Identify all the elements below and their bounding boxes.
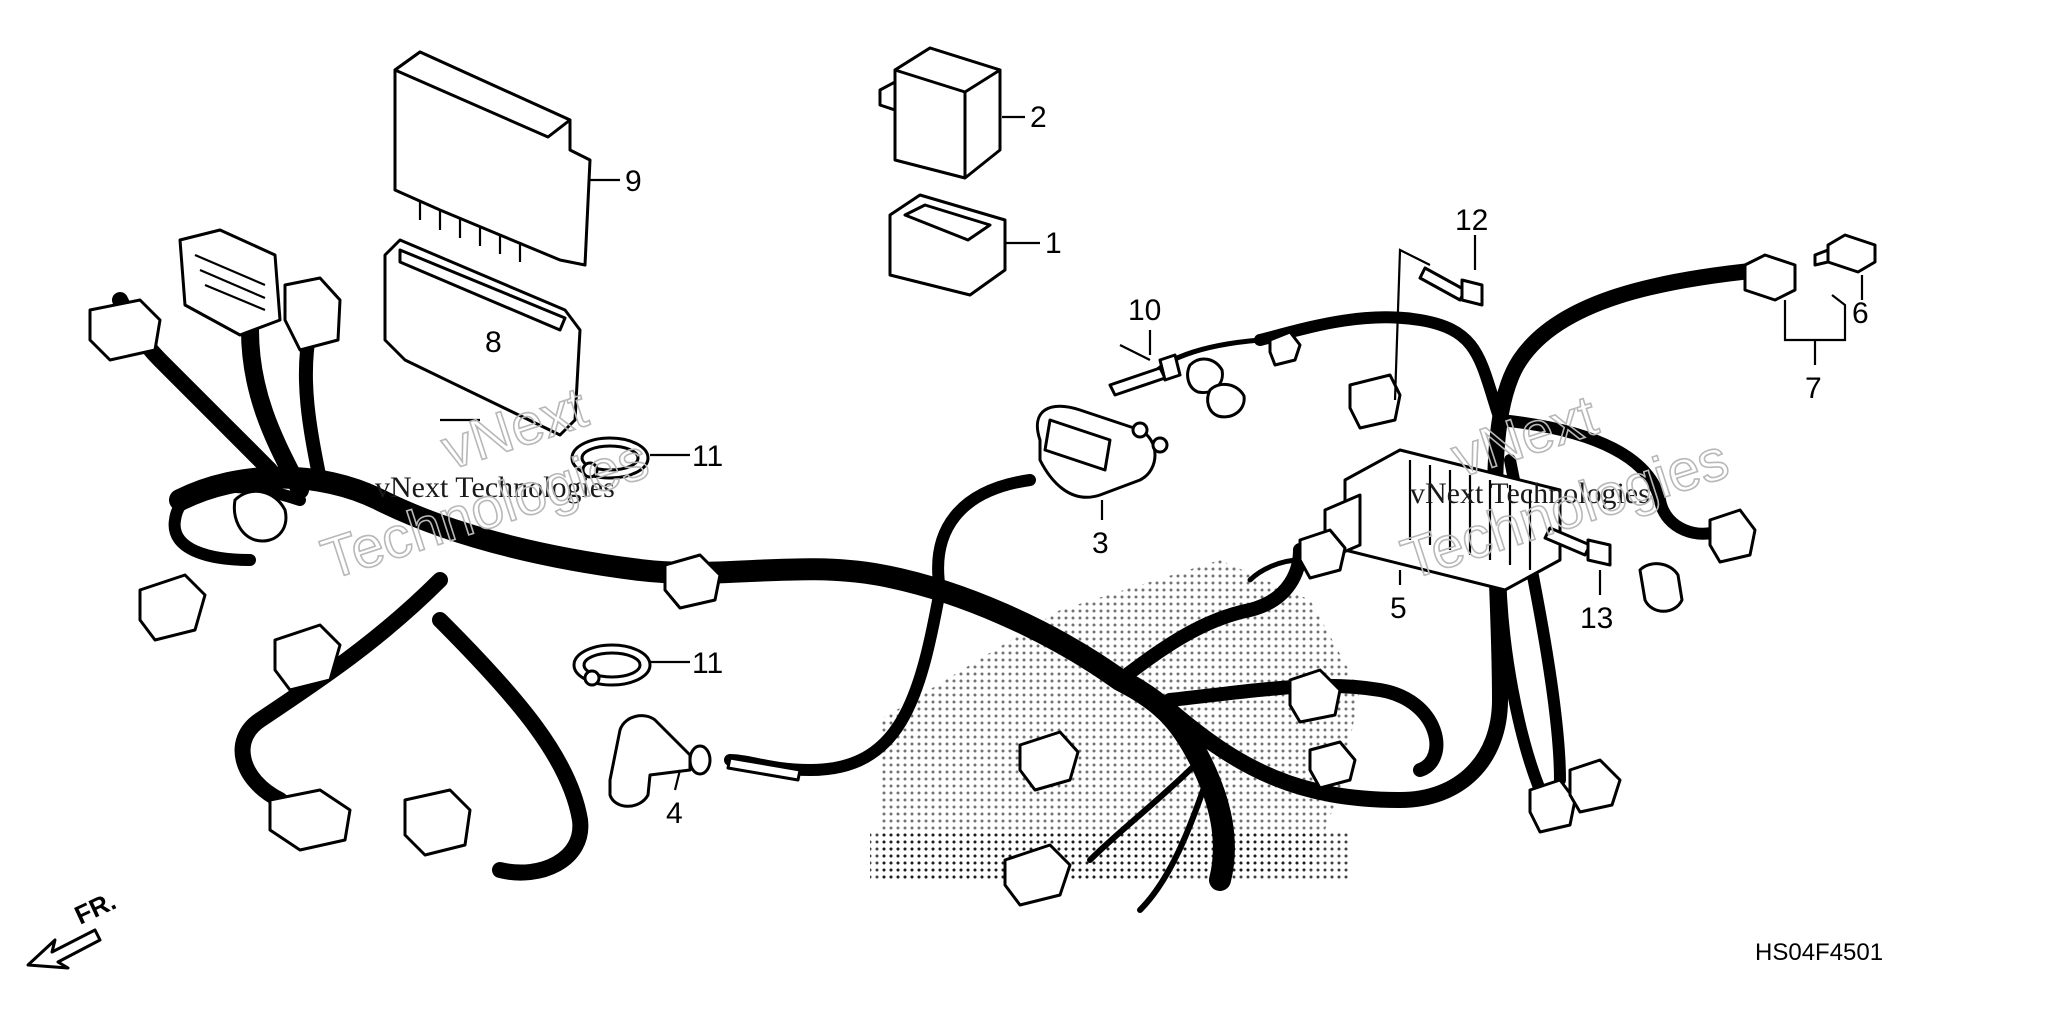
part-11-clamp-lower <box>572 643 652 687</box>
callout-11-lower: 11 <box>692 647 723 680</box>
part-7-connector <box>1743 253 1797 302</box>
callout-8: 8 <box>485 326 502 359</box>
leader-lines <box>440 115 1864 791</box>
harness-connectors <box>88 228 1757 907</box>
callout-6: 6 <box>1852 297 1869 330</box>
part-8-rubber-case <box>383 238 582 437</box>
part-10-bolt <box>1108 353 1182 397</box>
part-4-spark-plug-cap <box>608 714 802 808</box>
watermark-caption: vNext Technologies <box>375 471 615 504</box>
callout-13: 13 <box>1580 602 1613 635</box>
part-2-relay <box>878 46 1002 180</box>
callout-12: 12 <box>1455 204 1488 237</box>
background-logo-dots <box>870 560 1360 880</box>
callout-4: 4 <box>666 797 683 830</box>
callout-10: 10 <box>1128 294 1161 327</box>
diagram-code: HS04F4501 <box>1755 939 1883 966</box>
callout-5: 5 <box>1390 592 1407 625</box>
part-9-control-unit <box>393 50 592 267</box>
callout-2: 2 <box>1030 101 1047 134</box>
part-3-starter-relay <box>1035 344 1169 499</box>
callout-7: 7 <box>1805 372 1822 405</box>
front-direction-indicator: FR. <box>26 886 121 970</box>
part-6-cap <box>1813 233 1877 274</box>
part-1-rubber-holder <box>888 193 1007 297</box>
watermark-right-caption: vNext Technologies <box>1410 477 1650 510</box>
callout-1: 1 <box>1045 227 1062 260</box>
part-11-clamp-upper <box>570 436 650 480</box>
callout-labels: 1 2 3 4 5 6 7 8 9 10 11 11 12 13 <box>485 101 1869 830</box>
callout-9: 9 <box>625 165 642 198</box>
part-13-bolt <box>1543 526 1612 567</box>
callout-11-upper: 11 <box>692 440 723 473</box>
wire-harness <box>112 251 1768 913</box>
front-label: FR. <box>70 886 121 931</box>
callout-3: 3 <box>1092 527 1109 560</box>
part-12-bolt <box>1418 266 1484 307</box>
